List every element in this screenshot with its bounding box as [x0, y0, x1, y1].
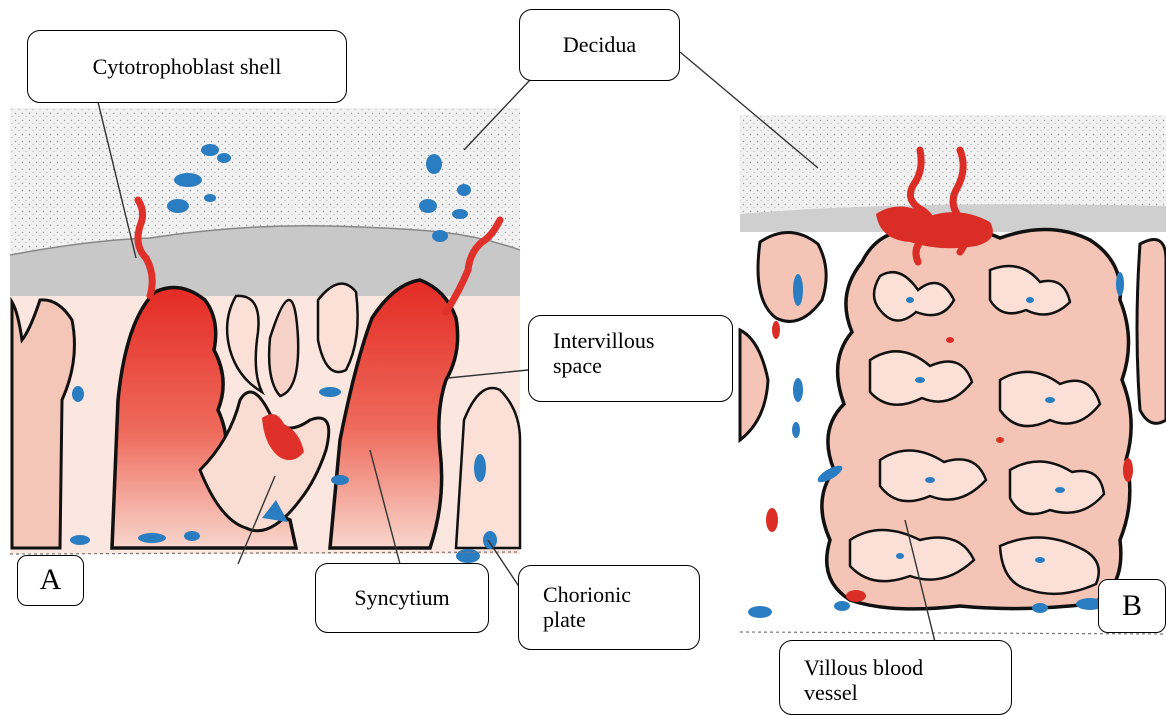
villus-left-b — [758, 232, 826, 321]
panel-letter-b: B — [1098, 579, 1166, 633]
label-villous-blood-vessel-line2: vessel — [804, 680, 1011, 705]
villus-right-b — [1137, 240, 1166, 424]
label-chorionic-plate: Chorionic plate — [518, 565, 700, 650]
villus-slim-a — [318, 284, 358, 372]
label-intervillous-space-line1: Intervillous — [553, 328, 732, 353]
label-syncytium: Syncytium — [315, 563, 489, 633]
panel-b-drawing — [740, 115, 1166, 634]
label-chorionic-plate-line2: plate — [543, 607, 699, 632]
label-decidua: Decidua — [519, 9, 680, 81]
chorionic-plate-line-b — [740, 632, 1166, 634]
label-cytotrophoblast-shell: Cytotrophoblast shell — [27, 30, 347, 103]
label-decidua-text: Decidua — [563, 32, 636, 57]
panel-letter-b-text: B — [1122, 589, 1142, 624]
panel-letter-a: A — [17, 555, 84, 606]
label-intervillous-space-line2: space — [553, 353, 732, 378]
label-cytotrophoblast-shell-text: Cytotrophoblast shell — [93, 54, 282, 79]
panel-letter-a-text: A — [40, 563, 62, 598]
panel-a-drawing — [10, 108, 520, 563]
label-villous-blood-vessel: Villous blood vessel — [779, 640, 1012, 715]
label-villous-blood-vessel-line1: Villous blood — [804, 655, 1011, 680]
label-syncytium-text: Syncytium — [354, 585, 449, 610]
label-chorionic-plate-line1: Chorionic — [543, 582, 699, 607]
label-intervillous-space: Intervillous space — [528, 315, 733, 402]
